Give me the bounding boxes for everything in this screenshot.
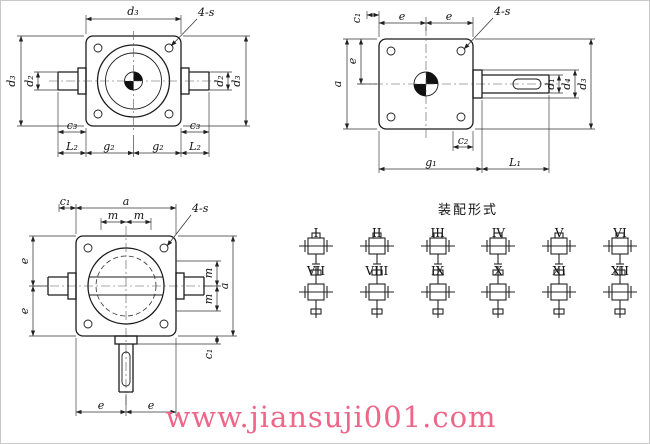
- dim-label-d2-left: d₂: [23, 75, 36, 86]
- dim-label-e-bottom-right: e: [148, 399, 155, 412]
- dim-label-d3-left: d₃: [5, 75, 18, 86]
- dim-label-d1: d₁: [544, 78, 557, 89]
- dim-label-L2-right: L₂: [188, 140, 201, 153]
- dim-label-m-top-left: m: [108, 209, 118, 222]
- dim-label-g1: g₁: [425, 156, 436, 169]
- center-lines: [357, 27, 559, 141]
- dim-label-L1: L₁: [508, 156, 521, 169]
- dim-label-c3-right: c₃: [190, 119, 201, 132]
- bolt-hole-label: 4-s: [197, 6, 215, 19]
- bottom-shaft: [118, 344, 134, 393]
- gearbox-config-icon: [420, 232, 455, 265]
- bolt-hole-icon: [159, 319, 169, 329]
- front-dimensions: d₃ 4-s d₃ d₂ d₂ d₃ c₃ c₃ L₂: [5, 5, 250, 157]
- bolt-hole-icon: [456, 112, 466, 122]
- gearbox-config-icon: [420, 266, 455, 318]
- assembly-cell: IX: [415, 264, 461, 318]
- gearbox-config-icon: [481, 266, 516, 318]
- bolt-hole-icon: [83, 319, 93, 329]
- dim-label-e-left-lower: e: [18, 307, 31, 314]
- side-view-drawing: c₁ e e 4-s a e d₁ d₄ d₃ c₂: [331, 5, 595, 173]
- bolt-hole-icon: [159, 243, 169, 253]
- assembly-cell: XII: [597, 264, 643, 318]
- assembly-cell: VI: [597, 226, 643, 265]
- dim-label-e-top-right: e: [446, 10, 453, 23]
- dim-label-e-left: e: [346, 57, 359, 64]
- dim-label-g2-left: g₂: [103, 140, 114, 153]
- watermark: www.jiansuji001.com: [165, 400, 497, 434]
- bottom-dimensions: a c₁ m m 4-s e e m m a c₁: [18, 196, 237, 416]
- front-housing: [49, 31, 217, 133]
- assembly-cell: X: [475, 264, 521, 318]
- dim-label-c1-top: c₁: [60, 196, 71, 208]
- dim-label-a-right: a: [218, 283, 231, 290]
- assembly-cell: II: [354, 226, 400, 265]
- bolt-hole-icon: [386, 46, 396, 56]
- bolt-hole-icon: [83, 243, 93, 253]
- dim-label-e-left-upper: e: [18, 257, 31, 264]
- assembly-cell: IV: [475, 226, 521, 265]
- output-shaft-collar: [472, 69, 483, 99]
- dim-label-L2-left: L₂: [65, 140, 78, 153]
- dim-label-a: a: [331, 81, 344, 88]
- keyway: [121, 351, 131, 387]
- output-shaft: [482, 74, 550, 94]
- assembly-cell: XI: [536, 264, 582, 318]
- center-lines: [33, 226, 213, 406]
- gearbox-config-icon: [542, 232, 577, 265]
- gearbox-config-icon: [542, 266, 577, 318]
- dim-label-m-top-right: m: [134, 209, 144, 222]
- bottom-housing: [33, 226, 213, 406]
- gearbox-config-icon: [359, 266, 394, 318]
- dim-label-c1: c₁: [350, 13, 363, 24]
- dim-label-d4: d₄: [560, 78, 573, 89]
- bolt-hole-icon: [93, 109, 103, 119]
- dim-label-a-top: a: [123, 196, 130, 208]
- bolt-hole-label: 4-s: [191, 202, 209, 215]
- dim-label-e-bottom-left: e: [98, 399, 105, 412]
- center-lines: [49, 31, 217, 133]
- dim-label-e-top-left: e: [399, 10, 406, 23]
- assembly-cell: VIII: [354, 264, 400, 318]
- bottom-view-drawing: a c₁ m m 4-s e e m m a c₁: [18, 196, 237, 416]
- gearbox-config-icon: [359, 232, 394, 265]
- gearbox-config-icon: [602, 266, 637, 318]
- assembly-row-2: VII VIII IX X XI XII: [289, 264, 647, 318]
- dim-label-d2-right: d₂: [213, 75, 226, 86]
- gearbox-config-icon: [299, 266, 333, 318]
- left-shaft-collar: [67, 272, 77, 300]
- assembly-title: 装配形式: [437, 203, 498, 218]
- bolt-hole-icon: [164, 109, 174, 119]
- dim-label-d3-top: d₃: [127, 5, 138, 18]
- bottom-shaft-collar: [114, 335, 138, 345]
- dim-label-c1-bottom: c₁: [202, 349, 215, 360]
- dim-label-c2: c₂: [458, 134, 469, 147]
- bolt-hole-icon: [164, 43, 174, 53]
- dim-label-d3-right: d₃: [230, 75, 243, 86]
- bolt-hole-icon: [386, 112, 396, 122]
- dim-label-m-right-upper: m: [202, 268, 215, 278]
- bolt-hole-label: 4-s: [493, 5, 511, 18]
- assembly-cell: VII: [293, 264, 339, 318]
- keyway: [512, 78, 542, 90]
- assembly-cell: V: [536, 226, 582, 265]
- gearbox-config-icon: [602, 232, 637, 265]
- gearbox-config-icon: [481, 232, 516, 265]
- side-housing: [357, 27, 559, 141]
- dim-label-d3: d₃: [576, 78, 589, 89]
- right-shaft-collar: [175, 272, 185, 300]
- dim-label-c3-left: c₃: [67, 119, 78, 132]
- side-dimensions: c₁ e e 4-s a e d₁ d₄ d₃ c₂: [331, 5, 595, 173]
- assembly-cell: I: [293, 226, 339, 265]
- bolt-hole-icon: [93, 43, 103, 53]
- gearbox-config-icon: [299, 232, 333, 265]
- bolt-hole-icon: [456, 46, 466, 56]
- dim-label-m-right-lower: m: [202, 294, 215, 304]
- front-view-drawing: d₃ 4-s d₃ d₂ d₂ d₃ c₃ c₃ L₂: [5, 5, 250, 157]
- assembly-cell: III: [415, 226, 461, 265]
- dim-label-g2-right: g₂: [152, 140, 163, 153]
